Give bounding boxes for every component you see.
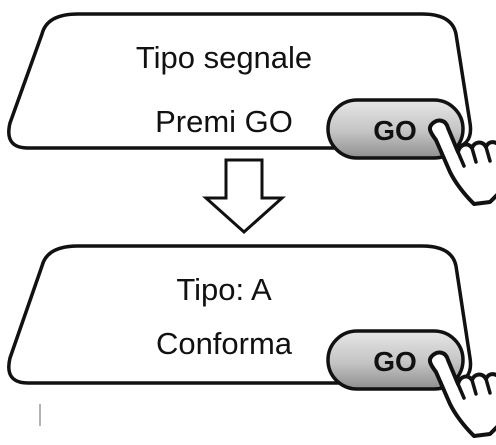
screen-2-line1: Tipo: A (176, 272, 272, 307)
screen-2: Tipo: A Conforma GO (7, 244, 496, 438)
screen-2-line2: Conforma (156, 326, 293, 361)
go-button-2-label: GO (373, 346, 417, 377)
go-button-2[interactable]: GO (326, 329, 465, 391)
screen-1: Tipo segnale Premi GO GO (7, 12, 496, 206)
screen-1-line1: Tipo segnale (136, 40, 312, 75)
down-arrow-outline-icon (202, 158, 286, 235)
screen-1-line2: Premi GO (155, 104, 293, 139)
go-button-1-label: GO (373, 115, 417, 146)
go-button-1[interactable]: GO (326, 98, 465, 160)
